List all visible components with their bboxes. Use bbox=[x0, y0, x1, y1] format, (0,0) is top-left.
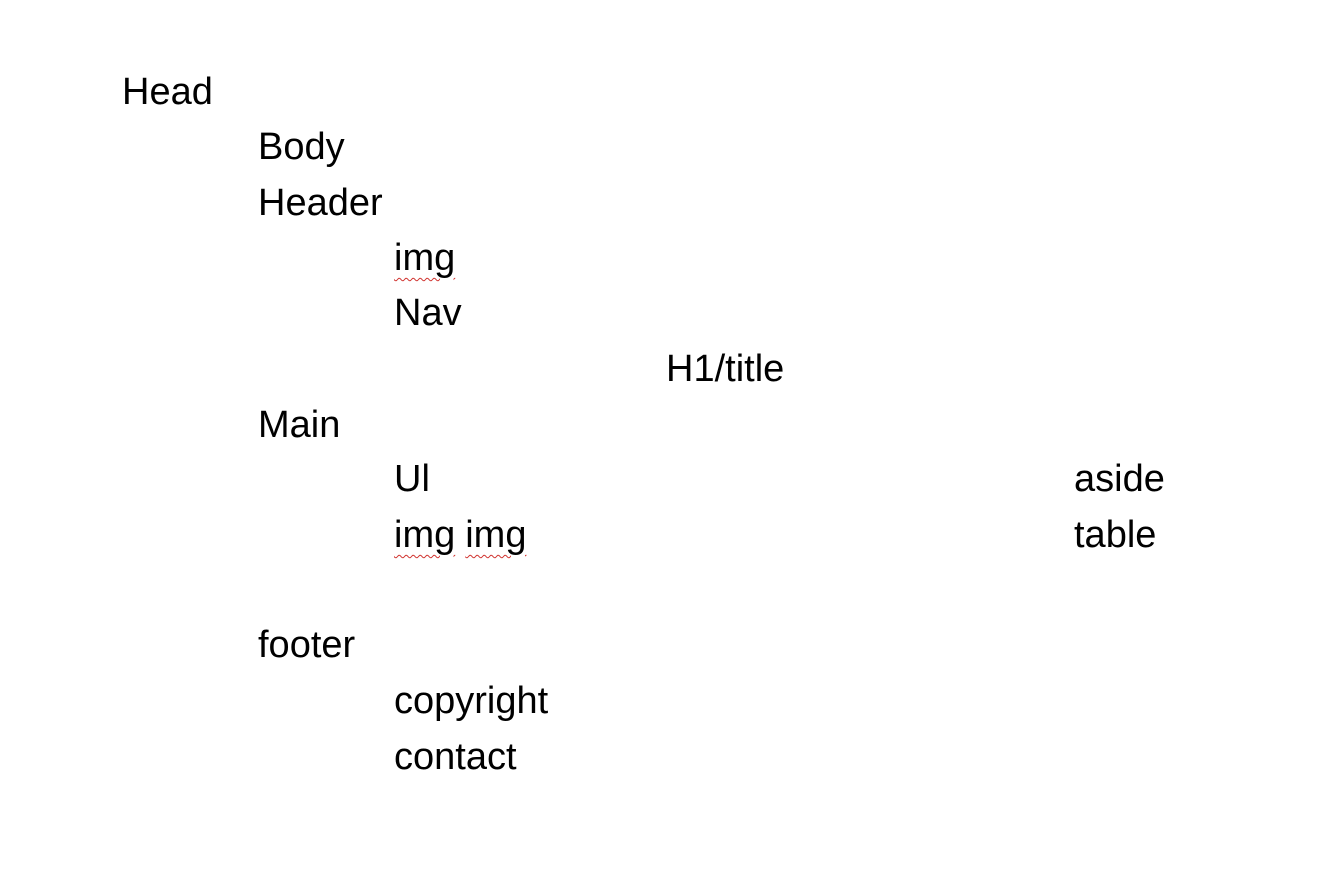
header-img-label: img bbox=[394, 237, 456, 279]
table-label: table bbox=[1074, 514, 1157, 556]
aside-label: aside bbox=[1074, 458, 1165, 500]
body-label: Body bbox=[258, 126, 345, 168]
main-label: Main bbox=[258, 404, 341, 446]
footer-label: footer bbox=[258, 624, 356, 666]
header-label: Header bbox=[258, 182, 383, 224]
nav-label: Nav bbox=[394, 292, 462, 334]
head-label: Head bbox=[122, 71, 213, 113]
main-img-2-label: img bbox=[465, 514, 527, 556]
copyright-label: copyright bbox=[394, 680, 549, 722]
contact-label: contact bbox=[394, 736, 517, 778]
main-img-1-label: img bbox=[394, 514, 456, 556]
ul-label: Ul bbox=[394, 458, 430, 500]
h1-title-label: H1/title bbox=[666, 348, 785, 390]
